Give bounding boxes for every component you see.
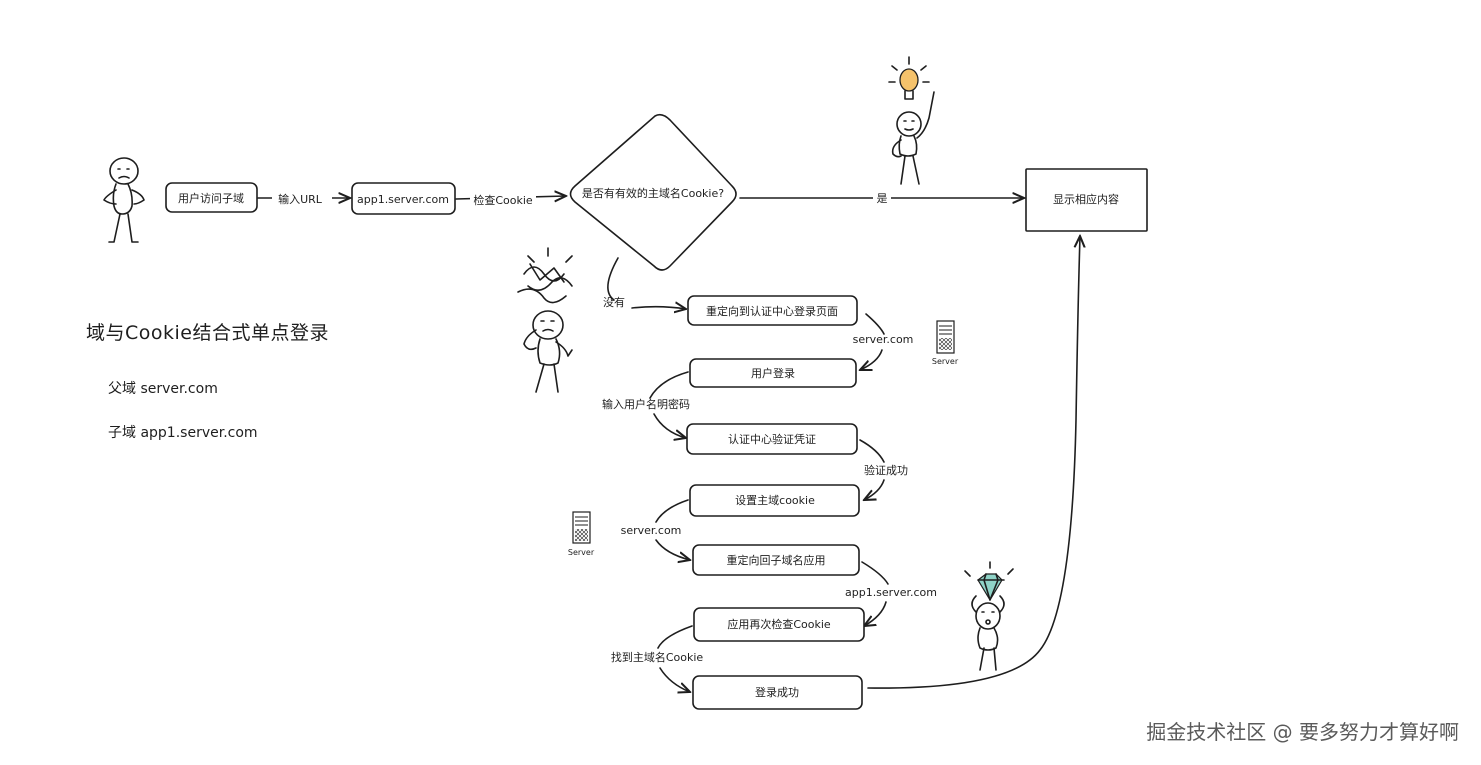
edge-no-line: [607, 257, 619, 301]
login-success-label: 登录成功: [755, 685, 799, 699]
edge-label-app1-server-com: app1.server.com: [845, 586, 937, 599]
watermark: 掘金技术社区 @ 要多努力才算好啊: [1146, 720, 1459, 744]
edge-credentials-bottom: [653, 413, 686, 438]
edge-found-cookie-bottom: [659, 667, 690, 692]
verify-label: 认证中心验证凭证: [728, 432, 816, 446]
app1-node: [351, 182, 456, 215]
page-title: 域与Cookie结合式单点登录: [86, 322, 329, 344]
edge-found-cookie-top: [657, 625, 693, 649]
redirect-back-label: 重定向回子域名应用: [727, 553, 826, 567]
edge-success-to-content: [867, 236, 1080, 689]
edge-server-1-top: [865, 313, 885, 335]
edge-credentials-top: [649, 371, 689, 399]
redirect-back-node: [692, 544, 860, 576]
confused-figure-icon: [517, 247, 573, 393]
user-login-label: 用户登录: [751, 366, 795, 380]
set-cookie-label: 设置主域cookie: [735, 494, 815, 507]
edge-server-2-bottom: [655, 539, 690, 560]
decision-label: 是否有有效的主域名Cookie?: [582, 186, 724, 200]
edge-label-server-com-2: server.com: [621, 524, 682, 537]
server-icon: Server: [568, 511, 595, 557]
edge-verify-success-top: [859, 439, 885, 463]
edge-label-verify-success: 验证成功: [864, 463, 908, 477]
edge-label-found-cookie: 找到主域名Cookie: [611, 650, 704, 664]
edge-server-2-top: [655, 499, 689, 523]
edge-app1-bottom: [864, 601, 887, 626]
edge-server-1-bottom: [860, 349, 883, 370]
edge-label-check-cookie: 检查Cookie: [473, 193, 533, 207]
redirect-login-node: [687, 295, 858, 326]
server-label-1: Server: [932, 357, 959, 366]
redirect-login-label: 重定向到认证中心登录页面: [706, 304, 838, 318]
legend-child-domain: 子域 app1.server.com: [108, 425, 258, 441]
server-label-2: Server: [568, 548, 595, 557]
server-icon: Server: [932, 320, 959, 366]
show-content-label: 显示相应内容: [1053, 192, 1119, 206]
verify-node: [686, 423, 858, 455]
edge-verify-success-bottom: [864, 479, 885, 500]
edge-label-input-credentials: 输入用户名明密码: [602, 397, 690, 411]
legend-parent-domain: 父域 server.com: [108, 381, 218, 397]
edge-label-input-url: 输入URL: [278, 192, 323, 206]
login-success-node: [692, 675, 863, 710]
edge-label-yes: 是: [877, 192, 888, 205]
user-visit-node: [165, 182, 258, 213]
celebrate-figure-icon: [964, 561, 1014, 671]
recheck-label: 应用再次检查Cookie: [727, 617, 831, 631]
decision-node: [569, 113, 737, 271]
user-login-node: [689, 358, 857, 388]
edge-no: [631, 307, 686, 309]
user-figure-icon: [103, 157, 145, 243]
set-cookie-node: [689, 484, 860, 517]
idea-figure-icon: [888, 56, 935, 185]
edge-label-no: 没有: [603, 295, 625, 309]
recheck-node: [693, 607, 865, 642]
user-visit-label: 用户访问子域: [178, 191, 244, 205]
edge-app1-top: [861, 561, 889, 585]
app1-label: app1.server.com: [357, 193, 449, 206]
edge-label-server-com-1: server.com: [853, 333, 914, 346]
show-content-node: [1025, 168, 1148, 232]
